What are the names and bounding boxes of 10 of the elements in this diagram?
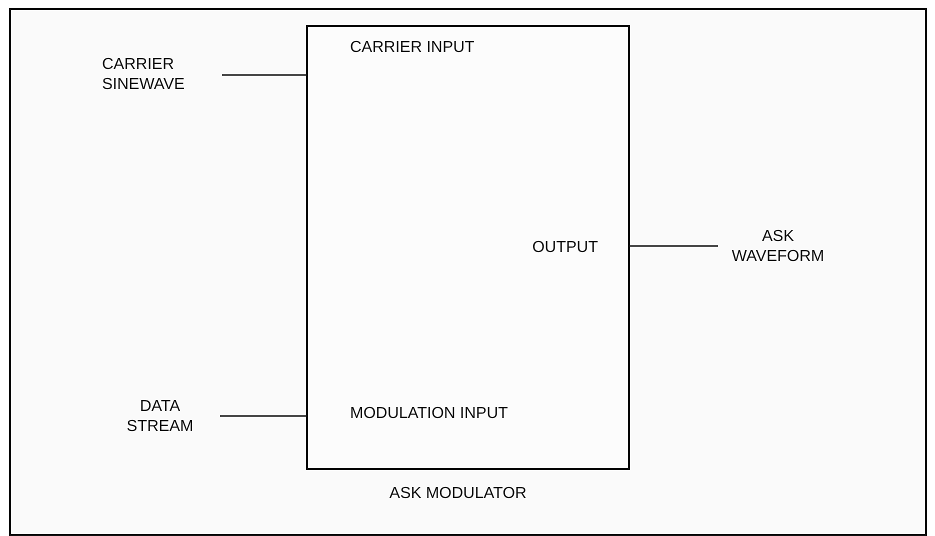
- signal-label: ASK WAVEFORM: [730, 227, 826, 267]
- signal-label: DATA STREAM: [126, 397, 194, 437]
- connector-line: [630, 245, 718, 247]
- port-label: CARRIER INPUT: [350, 38, 476, 58]
- port-label: OUTPUT: [531, 238, 598, 258]
- signal-label: CARRIER SINEWAVE: [101, 55, 186, 95]
- block-title: ASK MODULATOR: [388, 484, 528, 504]
- connector-line: [220, 415, 306, 417]
- connector-line: [222, 74, 306, 76]
- port-label: MODULATION INPUT: [350, 404, 509, 424]
